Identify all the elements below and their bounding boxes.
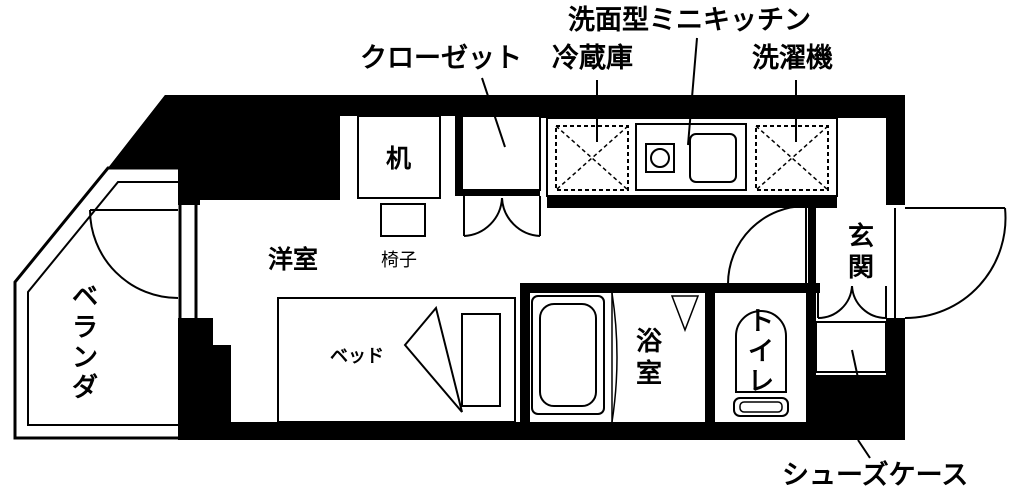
veranda-inner-outline: [27, 181, 178, 426]
toilet-door-swing: [727, 205, 807, 285]
chair: [380, 203, 426, 237]
western-room-label: 洋室: [268, 245, 318, 274]
veranda: ベ ラ ン ダ: [13, 166, 178, 440]
wall-left: [178, 318, 213, 438]
wall-bath-right: [705, 283, 715, 428]
bath-char-2: 室: [636, 358, 662, 389]
veranda-char-2: ラ: [72, 313, 98, 343]
closet-door-right-swing: [501, 197, 541, 237]
exterior-walls: [108, 95, 905, 440]
fridge-cross-1: [555, 125, 629, 191]
desk-area: 机 椅子: [357, 115, 441, 271]
balcony-door-swing: [89, 209, 179, 299]
toilet-tank: [733, 397, 789, 417]
toilet-char-2: イ: [748, 337, 774, 367]
stove-burner: [650, 148, 670, 168]
shoe-case-pointer: [857, 439, 871, 459]
shoe-cabinet-door-right-swing: [851, 285, 887, 320]
closet-door-left-swing: [463, 197, 503, 237]
wall-bath-left: [520, 283, 530, 428]
shoe-case-pointer-inner: [851, 349, 859, 379]
kitchen-pointer: [687, 37, 698, 146]
entrance-char-1: 玄: [848, 221, 874, 252]
wall-toilet-right: [806, 283, 816, 428]
front-door-swing: [904, 207, 1007, 320]
closet: [461, 77, 541, 237]
toilet-room: ト イ レ: [727, 205, 807, 417]
veranda-char-4: ダ: [72, 372, 98, 403]
toilet-char-3: レ: [748, 367, 774, 397]
bed: ベッド: [277, 297, 516, 423]
kitchen-row: [546, 37, 838, 197]
desk-label: 机: [386, 144, 411, 173]
washer-callout: 洗濯機: [752, 43, 833, 74]
balcony-door: [89, 205, 198, 318]
kitchen-callout: 洗面型ミニキッチン: [568, 5, 811, 36]
closet-callout: クローゼット: [360, 43, 522, 74]
closet-box: [461, 115, 541, 191]
wall-bottom: [178, 422, 870, 440]
entrance: 玄 関: [815, 207, 1007, 459]
wall-bottom-right: [810, 375, 905, 440]
desk: [357, 115, 441, 199]
chair-label: 椅子: [381, 250, 417, 271]
bed-label: ベッド: [330, 346, 384, 367]
toilet-bowl: [735, 310, 787, 393]
wall-left-upper: [108, 95, 200, 205]
veranda-char-3: ン: [72, 343, 98, 373]
wall-mid-kitchen: [547, 196, 837, 208]
entrance-char-2: 関: [848, 253, 874, 283]
veranda-outline: [13, 166, 178, 440]
wall-entrance-left: [808, 206, 816, 284]
fridge-callout: 冷蔵庫: [552, 43, 633, 74]
bed-cover-fold: [403, 305, 463, 413]
shoe-case-callout: シューズケース: [782, 459, 968, 491]
bathtub-inner: [539, 303, 597, 407]
bath-char-1: 浴: [636, 327, 663, 357]
fridge-cross-2: [555, 125, 629, 191]
wall-bath-top: [520, 283, 820, 293]
wall-bedside: [213, 345, 231, 423]
bathroom: 浴 室: [531, 292, 700, 423]
wall-right-upper: [886, 95, 905, 205]
closet-pointer: [481, 77, 506, 148]
washer-cross-1: [755, 125, 829, 191]
sink-basin: [689, 133, 737, 183]
shoe-cabinet-door-left-swing: [817, 285, 853, 320]
washer-cross-2: [755, 125, 829, 191]
veranda-char-1: ベ: [72, 282, 98, 312]
toilet-tank-inner: [739, 401, 783, 413]
bath-curtain: [611, 292, 618, 423]
pillow: [461, 313, 501, 407]
toilet-char-1: ト: [748, 307, 774, 337]
bath-door-marker: [670, 295, 700, 333]
shoe-cabinet: [815, 321, 887, 373]
